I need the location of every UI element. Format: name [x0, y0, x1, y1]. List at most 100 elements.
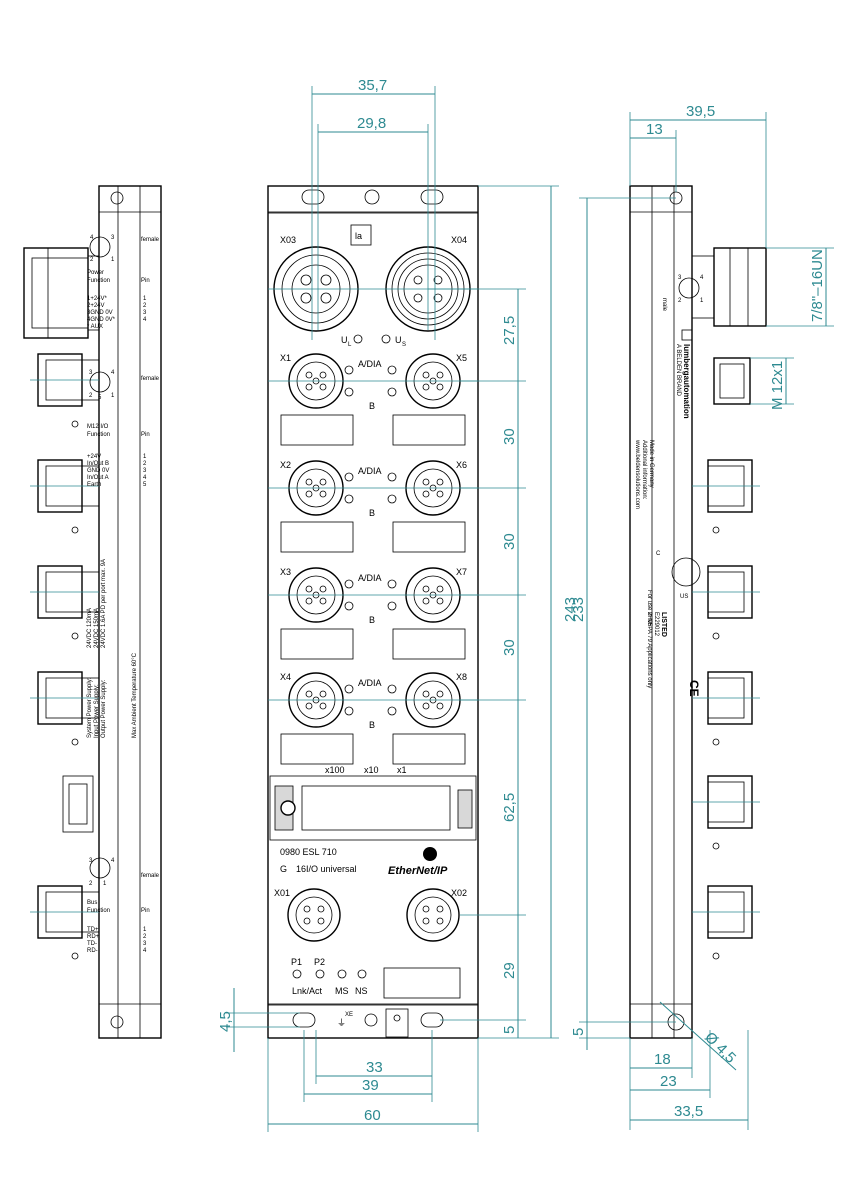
url-text: www.beldensolutions.com	[634, 439, 640, 509]
supply-line: Input Power Supply:	[94, 684, 100, 738]
rotary-latch	[457, 789, 473, 829]
left-m12-profile	[30, 671, 100, 746]
pin-num: 4	[111, 858, 115, 864]
right-side-view: 3 4 2 1 male lumbergautomation A BELDEN …	[629, 185, 767, 1039]
dim-left-4-5: 4,5	[217, 1011, 234, 1032]
power-pin-head: Pin	[141, 278, 150, 284]
right-brand: lumbergautomation A BELDEN BRAND	[675, 344, 691, 419]
pin-function: TD-	[87, 941, 97, 947]
dim-bottom-60: 60	[364, 1107, 381, 1124]
bus-label-field	[383, 967, 461, 999]
right-power-connector	[713, 247, 767, 327]
left-earth-clip	[62, 775, 94, 833]
pin-num: 3	[678, 275, 682, 281]
dim-side-18: 18	[654, 1051, 671, 1068]
connector-x01	[287, 888, 341, 942]
b-label: B	[369, 720, 375, 730]
ul-mark	[671, 557, 701, 587]
front-top-band	[267, 211, 479, 214]
a-dia-label: A/DIA	[358, 573, 382, 583]
label-field	[392, 414, 466, 446]
status-led	[344, 601, 354, 611]
a-dia-label: A/DIA	[358, 359, 382, 369]
dim-right-62-5: 62,5	[501, 793, 518, 822]
port-x4-label: X4	[280, 672, 291, 682]
dim-side-23: 23	[660, 1073, 677, 1090]
port-x02-label: X02	[451, 888, 467, 898]
protocol-dot	[423, 847, 437, 861]
made-in-text: Made in Germany	[648, 440, 654, 488]
pin-num: 3	[89, 858, 93, 864]
nfpa-text: For use in NFPA 79 Applications only	[646, 590, 652, 688]
label-field	[280, 733, 354, 765]
led-us-sub: S	[402, 342, 406, 348]
supply-line: Output Power Supply:	[101, 679, 107, 738]
pin-number: 3	[143, 310, 147, 316]
port-x5-label: X5	[456, 353, 467, 363]
led-ul-label: U	[341, 335, 348, 345]
status-led	[387, 684, 397, 694]
left-io-pin-diagram	[89, 371, 111, 393]
pin-function: 3GND 0V	[87, 310, 113, 316]
top-slot-left	[301, 189, 325, 205]
brand-logo-text: la	[355, 231, 362, 241]
io-title: M12 I/O	[87, 424, 109, 430]
ce-mark: CE	[687, 680, 701, 697]
supply-text: System Power Supply: Input Power Supply:…	[87, 559, 107, 738]
port-x01-label: X01	[274, 888, 290, 898]
pin-function: 2+24V	[87, 303, 105, 309]
listed-code2: 2H05	[646, 612, 652, 627]
dim-side-39-5: 39,5	[686, 103, 715, 120]
pin-num: 3	[89, 370, 93, 376]
pin-number: 5	[143, 482, 147, 488]
pin-function: * AUX	[87, 324, 103, 330]
temperature-line: Max Ambient Temperature 60°C	[132, 652, 138, 738]
status-led	[344, 579, 354, 589]
status-led	[387, 365, 397, 375]
pin-num: 4	[700, 275, 704, 281]
pin-num: 2	[90, 257, 94, 263]
earth-terminal	[385, 1008, 409, 1038]
status-led	[344, 365, 354, 375]
status-led	[387, 494, 397, 504]
dim-right-29: 29	[501, 962, 518, 979]
io-type: female	[141, 376, 160, 382]
pin-number: 1	[143, 454, 147, 460]
bottom-slot-left	[292, 1012, 316, 1028]
connector-x02	[406, 888, 460, 942]
dim-bottom-33: 33	[366, 1059, 383, 1076]
listed-info: LISTED E229012 2H05	[646, 612, 667, 637]
pin-function: GND 0V	[87, 468, 109, 474]
bus-pin-head: Pin	[141, 908, 150, 914]
left-m12-profile	[30, 885, 100, 960]
status-led	[344, 494, 354, 504]
pin-num: 1	[111, 257, 115, 263]
pin-function: +24V	[87, 454, 101, 460]
supply-line: 24VDC 1.6A PD per port max. 9A	[101, 559, 107, 648]
dim-233: 233	[570, 597, 587, 622]
status-led	[344, 472, 354, 482]
pin-number: 2	[143, 303, 147, 309]
port-x03-label: X03	[280, 235, 296, 245]
pin-function: In/Out A	[87, 475, 109, 481]
pin-number: 3	[143, 941, 147, 947]
io-function: Function	[87, 432, 110, 438]
pin-number: 2	[143, 461, 147, 467]
status-led	[344, 706, 354, 716]
top-slot-right	[420, 189, 444, 205]
dimensions: 35,7 29,8 27,5 30 30 30 62,5 29 5 243 23…	[217, 77, 834, 1132]
pin-function: RD+	[87, 934, 100, 940]
rotary-x1: x1	[397, 765, 407, 775]
status-led	[344, 387, 354, 397]
power-title: Power	[87, 270, 104, 276]
label-field	[392, 521, 466, 553]
dim-hole-4-5: Ø 4,5	[701, 1029, 739, 1067]
led-ns-label: NS	[355, 986, 368, 996]
label-field	[392, 628, 466, 660]
dim-bottom-39: 39	[362, 1077, 379, 1094]
thread-7-8: 7/8"–16UN	[809, 249, 826, 322]
dim-right-5: 5	[501, 1026, 518, 1034]
